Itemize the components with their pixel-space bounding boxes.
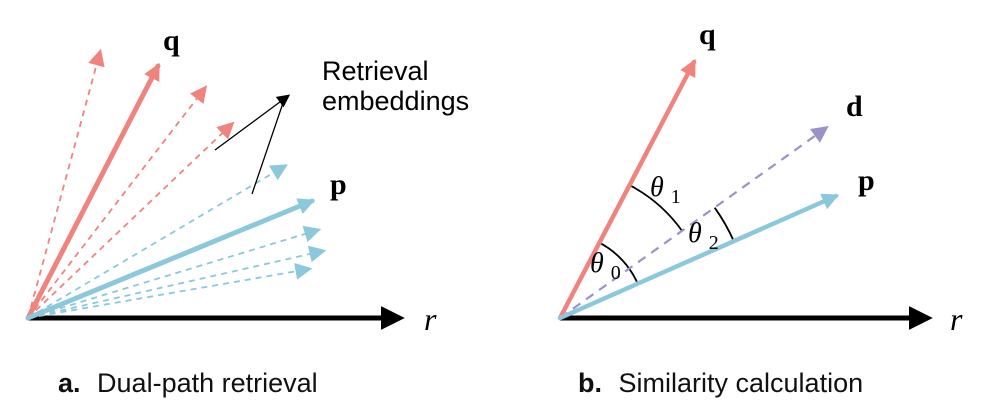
panel-a: r q p Retrieval embeddings a. Dual-path …	[25, 24, 469, 398]
annotation-retrieval-embeddings-line2: embeddings	[322, 86, 469, 116]
annotation-retrieval-embeddings-line1: Retrieval	[322, 56, 429, 86]
query-embedding-vector-dashed	[27, 85, 208, 319]
passage-embedding-vector-dashed	[27, 245, 327, 319]
passage-vector-label: p	[330, 168, 347, 201]
query-embedding-vector-dashed	[27, 48, 105, 319]
axis-r-label: r	[424, 301, 437, 337]
angle-label-theta2: θ 2	[688, 218, 719, 254]
annotation-pointer-line	[251, 99, 285, 195]
panel-b: r d q p θ 0 θ 1 θ 2 b. Similarity calcu	[557, 18, 963, 398]
annotation-pointer-line	[214, 94, 291, 151]
passage-vector	[557, 193, 840, 321]
document-vector-label: d	[846, 90, 863, 123]
passage-embedding-vector-dashed	[27, 164, 288, 319]
query-vector-label: q	[699, 18, 716, 51]
axis-r-label: r	[950, 301, 963, 337]
query-vector	[25, 62, 161, 321]
document-vector	[559, 126, 829, 319]
query-embedding-vector-dashed	[27, 121, 235, 319]
passage-embedding-vector-dashed	[27, 262, 313, 319]
angle-label-theta0: θ 0	[590, 248, 621, 284]
passage-vector	[25, 198, 316, 321]
passage-vector-label: p	[858, 164, 875, 197]
panel-a-caption: a. Dual-path retrieval	[58, 368, 318, 398]
passage-embedding-vector-dashed	[27, 225, 322, 319]
angle-arc-theta1	[629, 184, 683, 232]
angle-arc-theta0	[598, 241, 639, 284]
query-vector-label: q	[163, 24, 180, 57]
panel-b-caption: b. Similarity calculation	[578, 368, 863, 398]
angle-label-theta1: θ 1	[650, 172, 681, 208]
query-vector	[557, 58, 697, 321]
